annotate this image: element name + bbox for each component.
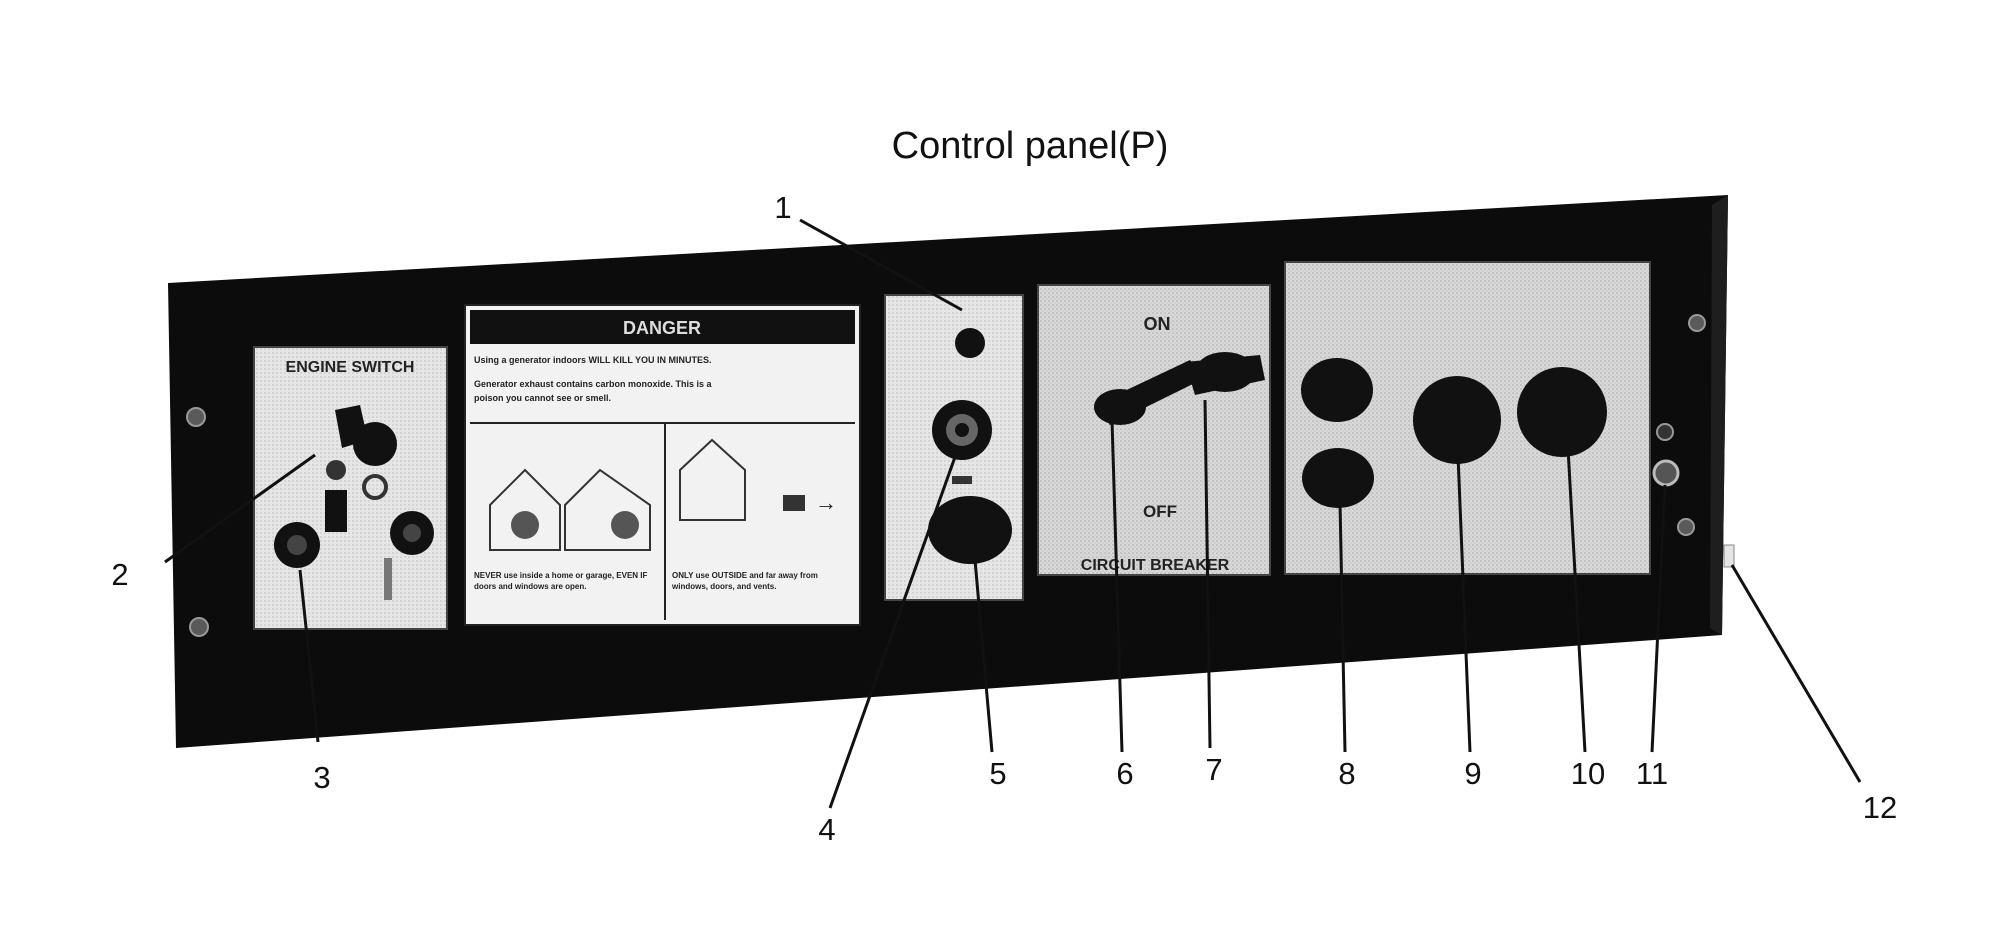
leader-lines [164,218,1862,809]
never-use-text: NEVER use inside a home or garage, EVEN … [474,571,648,591]
ac-outlets-module [1284,261,1651,575]
dc-protector-core [955,423,969,437]
breaker-off-label: OFF [1143,502,1177,521]
choke-button-center [403,524,421,542]
only-use-text-box: ONLY use OUTSIDE and far away from windo… [672,571,818,591]
start-button-center [287,535,307,555]
breaker-on-label: ON [1144,314,1171,334]
key-blade [384,558,392,600]
leader-7 [1203,399,1212,749]
panel-screws [186,314,1706,637]
callout-9: 9 [1464,756,1481,791]
leader-8 [1338,501,1347,753]
panel-side [1710,195,1728,635]
danger-header: DANGER [623,318,701,338]
leader-9 [1456,454,1472,753]
breaker-7-cap [1195,352,1255,392]
never-use-text-box: NEVER use inside a home or garage, EVEN … [474,571,648,591]
indicator-module [884,294,1024,601]
callout-4: 4 [818,812,835,847]
leader-10 [1566,447,1587,753]
danger-line-1: Using a generator indoors WILL KILL YOU … [474,355,712,365]
house-icon [489,468,561,551]
engine-switch-module: ENGINE SWITCH [253,346,448,630]
generator-outside-icon [783,495,805,511]
generator-icon [511,511,539,539]
callout-3: 3 [313,760,330,795]
callout-2: 2 [111,557,128,592]
diagram-title: Control panel(P) [892,125,1169,167]
leader-3 [298,569,320,743]
leader-5 [973,559,994,753]
only-use-text: ONLY use OUTSIDE and far away from windo… [672,571,818,591]
danger-line-3: poison you cannot see or smell. [474,393,611,403]
leader-11 [1650,484,1667,753]
callout-5: 5 [989,756,1006,791]
leader-2 [164,453,316,564]
callout-12: 12 [1863,790,1897,825]
ac-outlet-9 [1413,376,1501,464]
ac-outlet-upper [1301,358,1373,422]
callout-11: 11 [1636,756,1668,791]
ac-outlet-8 [1302,448,1374,508]
generator-icon [611,511,639,539]
callout-7: 7 [1205,752,1222,787]
circuit-breaker-module: ON OFF CIRCUIT BREAKER [1037,284,1271,576]
garage-icon [564,468,651,551]
house-icon [679,438,746,521]
danger-line-2: Generator exhaust contains carbon monoxi… [474,379,713,389]
key-ring-icon [362,474,388,500]
callout-8: 8 [1338,756,1355,791]
callout-10: 10 [1571,756,1605,791]
key-fob [325,490,347,532]
ground-terminal-11 [1652,459,1680,487]
arrow-right-icon: → [815,490,837,515]
ground-terminal [1652,423,1735,568]
dc-protector-tab [952,476,972,484]
danger-label: DANGER Using a generator indoors WILL KI… [464,304,861,626]
engine-key [335,405,368,448]
callout-6: 6 [1116,756,1133,791]
oil-warning-lamp [955,328,985,358]
key-ring-icon [326,460,346,480]
dc-outlet [928,496,1012,564]
breaker-6-cap [1094,389,1146,425]
leader-4 [828,456,957,809]
callout-numbers: 1 2 3 4 5 6 7 8 9 10 11 12 [111,190,1897,847]
part-12 [1723,544,1735,568]
leader-12 [1730,564,1862,783]
callout-1: 1 [774,190,791,225]
ac-outlet-10 [1517,367,1607,457]
leader-6 [1110,419,1124,753]
engine-switch-label: ENGINE SWITCH [286,359,415,376]
leader-1 [799,218,963,312]
